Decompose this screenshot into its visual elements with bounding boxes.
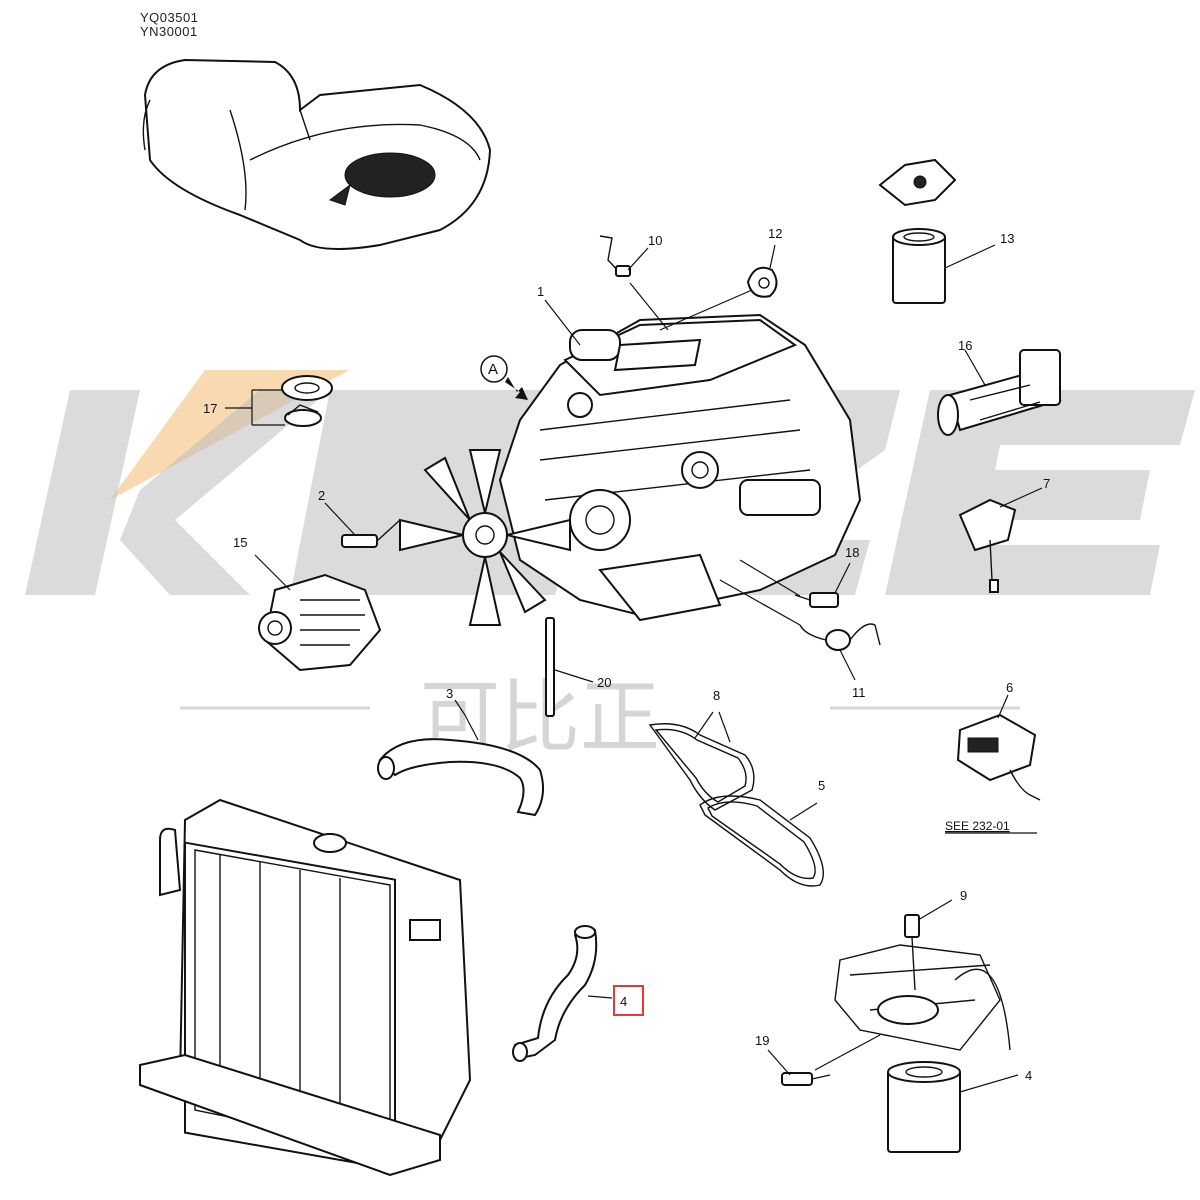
view-a-marker: A [480,355,528,400]
callout-1: 1 [537,284,544,299]
part-5-fan-belt [699,795,824,887]
watermark-letter-e [885,390,1195,595]
callout-13: 13 [1000,231,1014,246]
seat-cover-illustration [142,58,492,250]
callout-8: 8 [713,688,720,703]
callout-9: 9 [960,888,967,903]
part-8-fan-belt [648,711,755,811]
callout-18: 18 [845,545,859,560]
serial-number-2: YN30001 [140,24,198,39]
callout-2: 2 [318,488,325,503]
callout-19: 19 [755,1033,769,1048]
part-20-dipstick [545,617,594,717]
part-16-starter [937,349,1062,436]
highlight-box-part-4 [613,985,644,1016]
part-10-pipe [599,235,669,331]
part-3-upper-hose [377,699,545,817]
watermark-letter-k [25,390,140,595]
part-1-leader [544,299,581,346]
part-2-sensor [324,502,401,548]
part-14-filter [887,1061,1019,1153]
part-13-filter [878,158,996,304]
callout-10: 10 [648,233,662,248]
callout-6: 6 [1006,680,1013,695]
part-18-sensor [739,559,851,608]
reference-note: SEE 232-01 [945,819,1010,833]
callout-20: 20 [597,675,611,690]
callout-5: 5 [818,778,825,793]
callout-7: 7 [1043,476,1050,491]
radiator [139,798,472,1177]
callout-16: 16 [958,338,972,353]
part-15-alternator [254,554,382,672]
callout-15: 15 [233,535,247,550]
callout-4-filter: 4 [1025,1068,1032,1083]
filter-mount-bracket [834,944,1011,1051]
part-11-sensor [719,579,881,681]
callout-12: 12 [768,226,782,241]
part-4-lower-hose [512,925,613,1062]
part-6-controller [956,694,1041,801]
callout-4: 4 [620,994,627,1009]
part-9-sender [904,899,953,991]
watermark-letter-k-arm [120,390,330,595]
serial-number-1: YQ03501 [140,10,199,25]
part-12-gasket [659,244,778,331]
engine-assembly [399,313,862,626]
callout-11: 11 [852,685,866,700]
callout-labels: 1 2 3 4 5 6 7 8 9 10 11 12 13 4 15 16 17… [203,226,1050,1083]
part-19-sensor [767,1034,881,1086]
callout-17: 17 [203,401,217,416]
svg-text:A: A [488,361,498,378]
part-17-thermostat [225,375,333,427]
part-7-switch [958,487,1043,593]
callout-3: 3 [446,686,453,701]
